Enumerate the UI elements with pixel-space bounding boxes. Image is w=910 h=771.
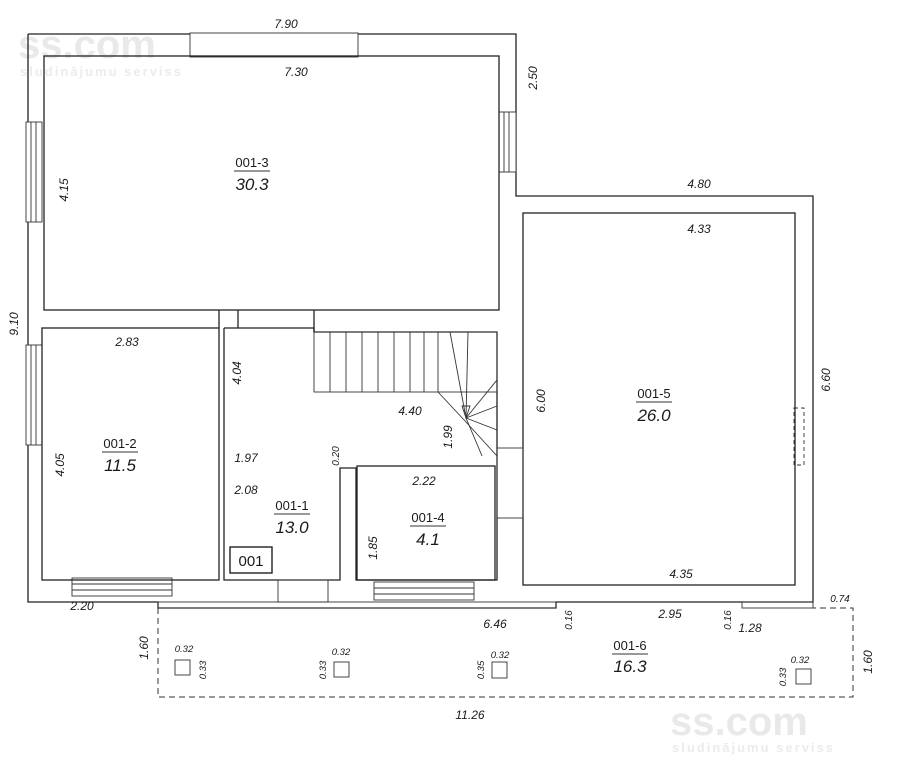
- dim-terrace-074: 0.74: [830, 594, 850, 605]
- interior-walls: [41, 55, 796, 603]
- room-code: 001-6: [613, 638, 646, 653]
- plan-label-box: [229, 546, 273, 574]
- dim-left-room3: 4.15: [57, 178, 71, 202]
- post-3: [491, 661, 508, 679]
- room-area: 13.0: [275, 518, 309, 537]
- dim-bottom-mid: 6.46: [483, 617, 507, 631]
- dim-terrace-128: 1.28: [738, 621, 762, 635]
- room-area: 11.5: [104, 456, 136, 475]
- room-001-1: 001-1 13.0: [274, 498, 310, 537]
- dim-terrace-295: 2.95: [657, 607, 682, 621]
- dim-terrace-right: 1.60: [861, 650, 875, 674]
- dim-hall-1: 1.97: [234, 451, 259, 465]
- watermark-top-tagline: sludinājumu serviss: [20, 64, 183, 79]
- room-001-2: 001-2 11.5: [102, 436, 138, 475]
- dim-room4-width: 2.22: [411, 474, 436, 488]
- dim-room2-width: 2.83: [114, 335, 139, 349]
- staircase: [313, 331, 498, 457]
- dim-terrace-total: 11.26: [455, 708, 484, 722]
- room-code: 001-2: [103, 436, 136, 451]
- post-4: [795, 668, 812, 685]
- room-001-4: 001-4 4.1: [410, 510, 446, 549]
- dim-stair-length: 4.40: [398, 404, 422, 418]
- dim-hall-upper: 4.04: [230, 361, 244, 385]
- post-2-width: 0.32: [332, 647, 351, 658]
- room-area: 4.1: [416, 530, 440, 549]
- room-area: 16.3: [613, 657, 647, 676]
- dim-room2-height: 4.05: [53, 453, 67, 477]
- dim-room5-right: 6.60: [819, 368, 833, 392]
- dim-right-outer-width: 4.80: [687, 177, 711, 191]
- dim-room5-height: 6.00: [534, 389, 548, 413]
- watermark-bottom-tagline: sludinājumu serviss: [672, 740, 835, 755]
- terrace-outline: [157, 607, 854, 698]
- dimensions: 7.90 7.30 2.50 4.15 9.10 2.83 4.05 4.04 …: [7, 17, 875, 722]
- outer-walls: [25, 32, 814, 609]
- plan-label: 001: [238, 553, 263, 570]
- room-001-6: 001-6 16.3: [612, 638, 648, 676]
- room-code: 001-4: [411, 510, 444, 525]
- post-1-width: 0.32: [175, 644, 194, 655]
- dim-bottom-left: 2.20: [69, 599, 94, 613]
- dim-wall-016-b: 0.16: [723, 610, 734, 630]
- post-4-height: 0.33: [778, 667, 789, 686]
- dim-hall-2: 2.08: [233, 483, 258, 497]
- post-2-height: 0.33: [318, 660, 329, 679]
- dim-stair-height: 1.99: [441, 425, 455, 449]
- post-3-width: 0.32: [491, 650, 510, 661]
- post-2: [333, 661, 350, 678]
- room-area: 30.3: [235, 175, 269, 194]
- dim-wall-016-a: 0.16: [564, 610, 575, 630]
- dim-top-inner: 7.30: [284, 65, 308, 79]
- room-code: 001-1: [275, 498, 308, 513]
- room-code: 001-3: [235, 155, 268, 170]
- dim-top-outer: 7.90: [274, 17, 298, 31]
- watermark-top-logo: ss.com: [18, 23, 156, 67]
- dim-room5-top: 4.33: [687, 222, 711, 236]
- post-1: [174, 659, 191, 676]
- watermark-bottom-logo: ss.com: [670, 700, 808, 744]
- post-3-height: 0.35: [476, 660, 487, 679]
- room-001-5: 001-5 26.0: [636, 386, 672, 425]
- post-4-width: 0.32: [791, 655, 810, 666]
- dim-terrace-left: 1.60: [137, 636, 151, 660]
- room-code: 001-5: [637, 386, 670, 401]
- dim-hall-gap: 0.20: [331, 446, 342, 466]
- dim-right-step: 2.50: [526, 66, 540, 91]
- room-area: 26.0: [636, 406, 671, 425]
- dim-left-overall: 9.10: [7, 312, 21, 336]
- dim-room5-bottom: 4.35: [669, 567, 693, 581]
- room-001-3: 001-3 30.3: [234, 155, 270, 194]
- post-labels: 0.32 0.33 0.32 0.33 0.32 0.35 0.32 0.33: [175, 644, 810, 686]
- post-1-height: 0.33: [198, 660, 209, 679]
- dim-room4-height: 1.85: [366, 536, 380, 560]
